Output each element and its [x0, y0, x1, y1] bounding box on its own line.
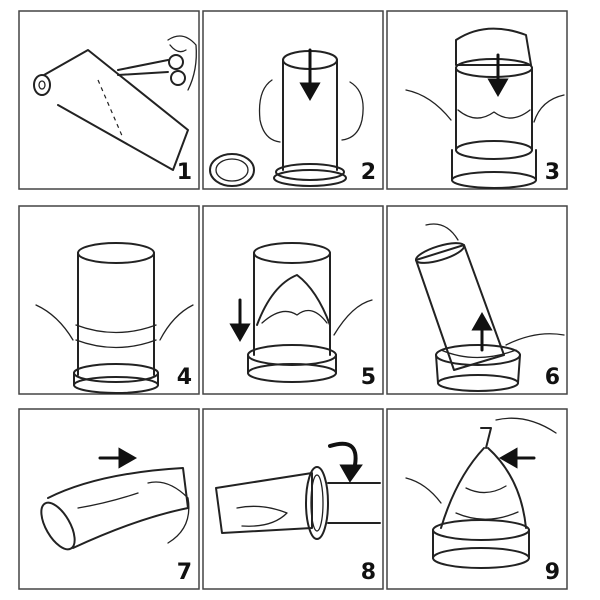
step-5-panel: 5: [202, 205, 384, 395]
ring-on-cylinder-icon: [18, 205, 200, 395]
bag-tucked-ring-icon: [202, 205, 384, 395]
step-1-panel: 1: [18, 10, 200, 190]
bag-over-cylinder-icon: [386, 10, 568, 190]
step-number: 3: [544, 160, 560, 185]
push-bag-icon: [18, 408, 200, 590]
step-number: 5: [360, 365, 376, 390]
step-7-panel: 7: [18, 408, 200, 590]
step-9-panel: 9: [386, 408, 568, 590]
step-4-panel: 4: [18, 205, 200, 395]
step-number: 7: [176, 560, 192, 585]
step-number: 1: [176, 160, 192, 185]
step-number: 8: [360, 560, 376, 585]
step-3-panel: 3: [386, 10, 568, 190]
step-2-panel: 2: [202, 10, 384, 190]
paper-roll-scissors-icon: [18, 10, 200, 190]
twist-bag-icon: [386, 408, 568, 590]
step-number: 4: [176, 365, 192, 390]
step-8-panel: 8: [202, 408, 384, 590]
rotate-ring-icon: [202, 408, 384, 590]
step-number: 6: [544, 365, 560, 390]
step-number: 9: [544, 560, 560, 585]
step-6-panel: 6: [386, 205, 568, 395]
lift-cylinder-icon: [386, 205, 568, 395]
cylinder-down-arrow-icon: [202, 10, 384, 190]
step-number: 2: [360, 160, 376, 185]
